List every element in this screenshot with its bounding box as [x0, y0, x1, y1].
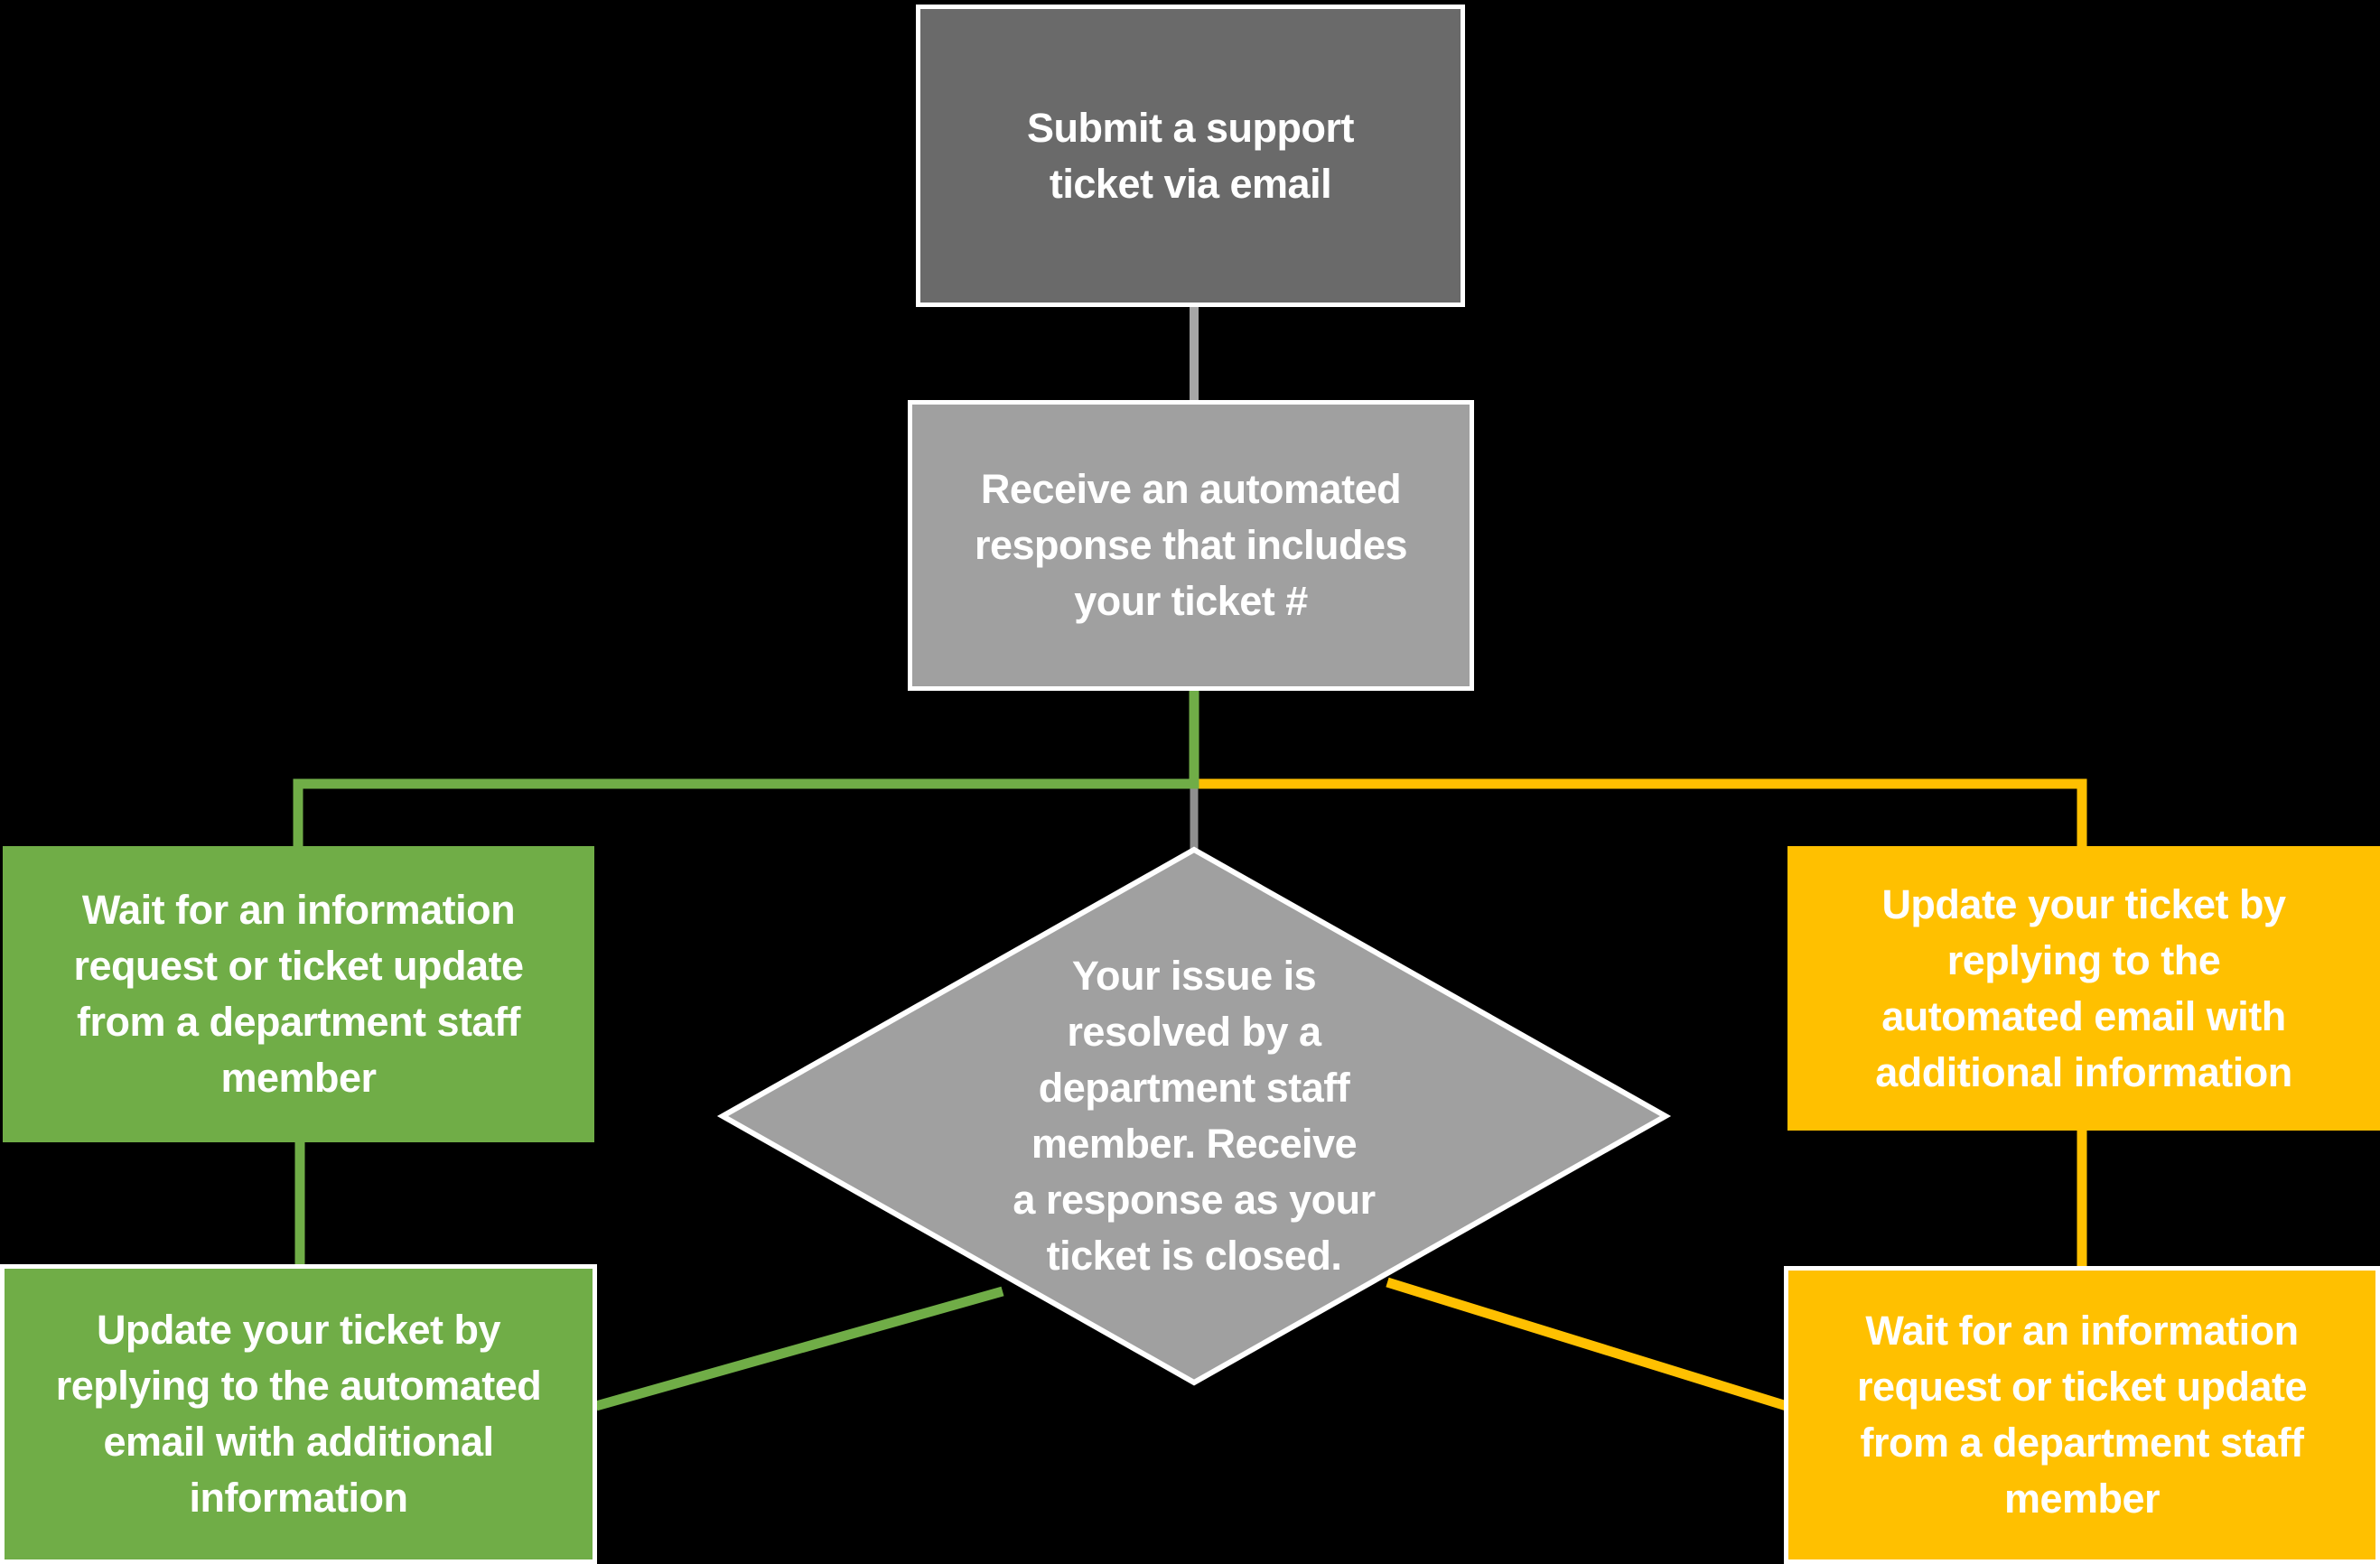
node-automated-response: Receive an automated response that inclu…: [908, 400, 1474, 691]
node-wait-info-right: Wait for an information request or ticke…: [1784, 1266, 2380, 1564]
decision-diamond-shape: [716, 846, 1672, 1386]
connector-green-elbow: [293, 689, 1199, 849]
node-update-ticket-left: Update your ticket by replying to the au…: [0, 1264, 597, 1564]
connector-green-diagonal: [594, 1286, 1004, 1411]
node-issue-resolved-diamond-label: Your issue is resolved by a department s…: [1013, 953, 1376, 1279]
node-update-ticket-right: Update your ticket by replying to the au…: [1787, 846, 2380, 1131]
connector-yellow-diagonal: [1386, 1277, 1788, 1411]
node-submit-ticket: Submit a support ticket via email: [916, 5, 1465, 307]
node-wait-info-left: Wait for an information request or ticke…: [3, 846, 594, 1142]
connector-yellow-elbow: [1194, 778, 2087, 849]
